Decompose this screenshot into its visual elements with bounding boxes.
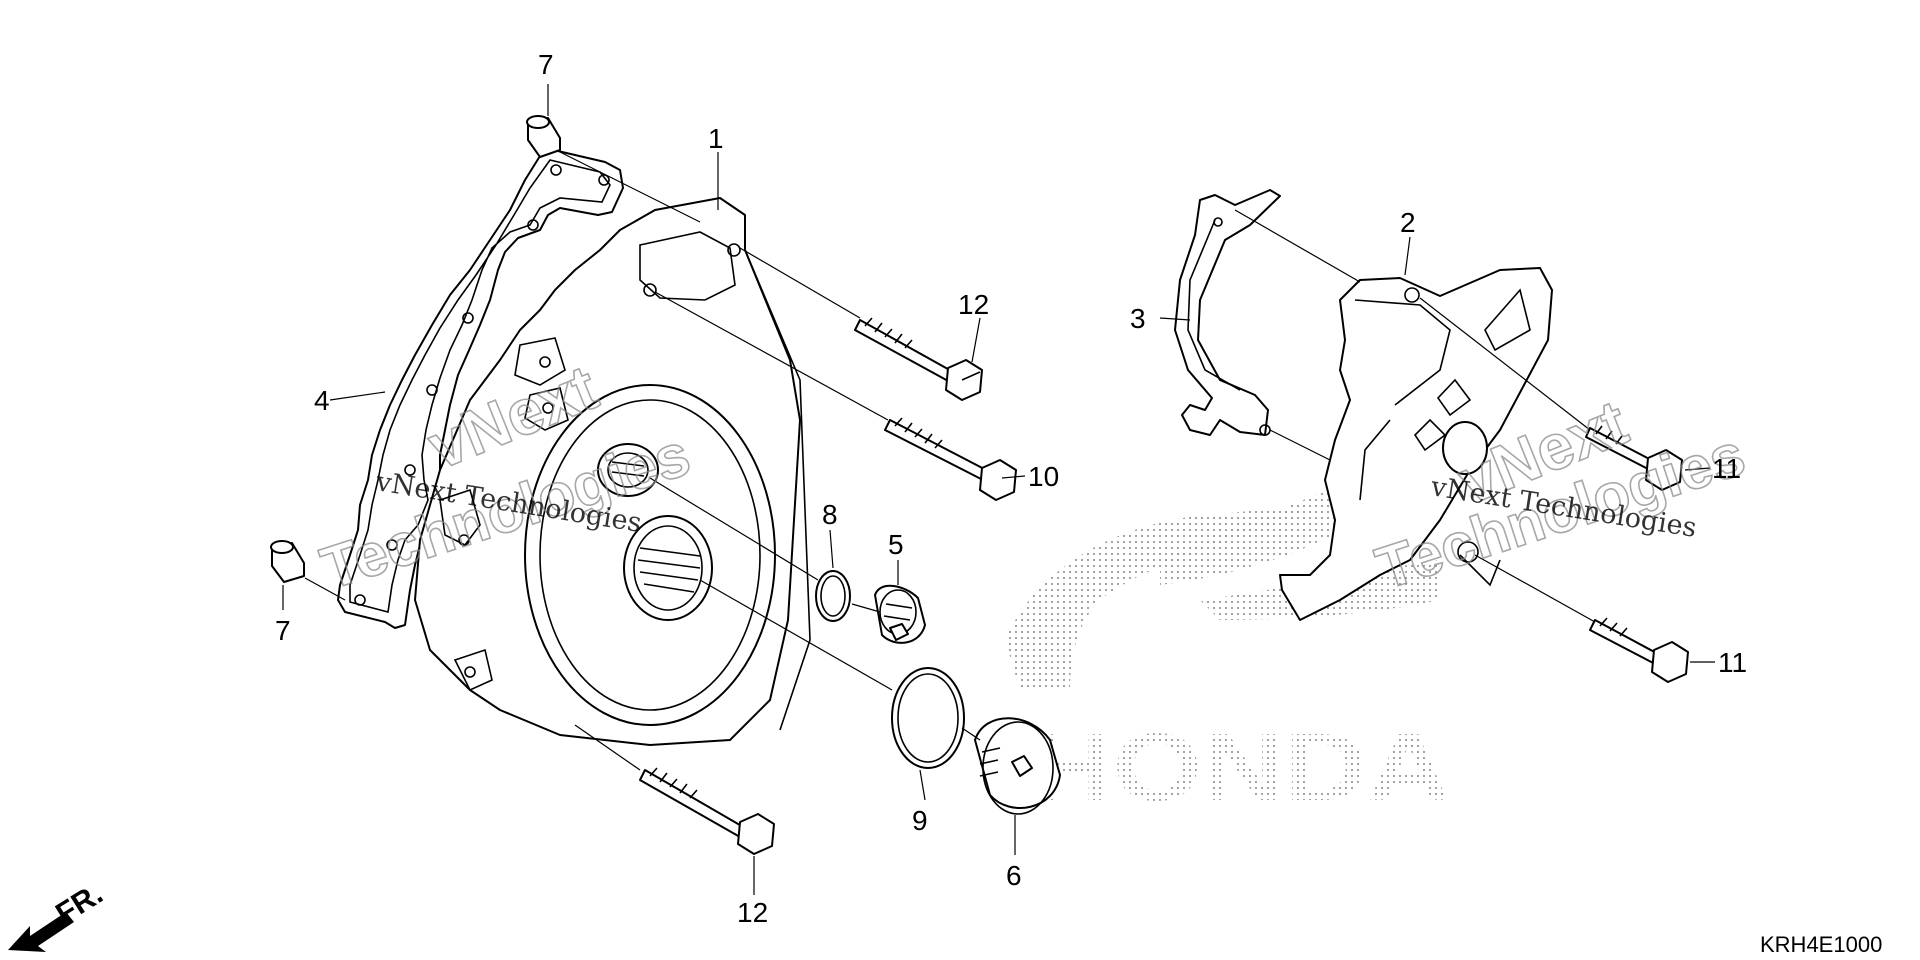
callout-2: 2 [1400, 207, 1416, 238]
callout-6: 6 [1006, 860, 1022, 891]
callout-5: 5 [888, 529, 904, 560]
callout-1: 1 [708, 123, 724, 154]
part-o-ring-9[interactable] [891, 667, 965, 769]
honda-logo-text: HONDA [1030, 714, 1450, 821]
part-crankcase-cover-1[interactable] [414, 197, 811, 746]
part-bolt-11-bottom[interactable] [1589, 617, 1689, 683]
part-bolt-12-bottom[interactable] [639, 767, 775, 855]
diagram-code: KRH4E1000 [1760, 932, 1882, 957]
callout-11-top: 11 [1712, 453, 1741, 484]
part-plug-5[interactable] [874, 584, 926, 644]
callout-10: 10 [1028, 461, 1059, 492]
callout-11-bottom: 11 [1718, 647, 1747, 678]
part-o-ring-8[interactable] [815, 570, 851, 622]
part-bolt-10[interactable] [884, 417, 1017, 501]
callout-8: 8 [822, 499, 838, 530]
part-bolt-11-top[interactable] [1585, 425, 1683, 491]
front-arrow-icon [8, 912, 74, 952]
callout-12-bottom: 12 [737, 897, 768, 928]
callout-labels: 7 1 12 10 2 3 4 7 8 5 9 6 12 11 11 [275, 49, 1747, 928]
front-direction-indicator: FR. [8, 877, 109, 952]
callout-9: 9 [912, 805, 928, 836]
callout-12-top: 12 [958, 289, 989, 320]
leader-lines [282, 84, 1715, 895]
part-bolt-12-top[interactable] [854, 317, 983, 401]
callout-7-bottom: 7 [275, 615, 291, 646]
callout-3: 3 [1130, 303, 1146, 334]
part-dowel-pin-7-bottom[interactable] [270, 540, 305, 583]
part-gasket-4[interactable] [337, 147, 624, 629]
part-sprocket-cover-2[interactable] [1279, 267, 1553, 621]
part-dowel-pin-7-top[interactable] [526, 115, 561, 158]
callout-7-top: 7 [538, 49, 554, 80]
part-plug-6[interactable] [974, 717, 1061, 815]
callout-4: 4 [314, 385, 330, 416]
part-bracket-3[interactable] [1174, 189, 1281, 436]
